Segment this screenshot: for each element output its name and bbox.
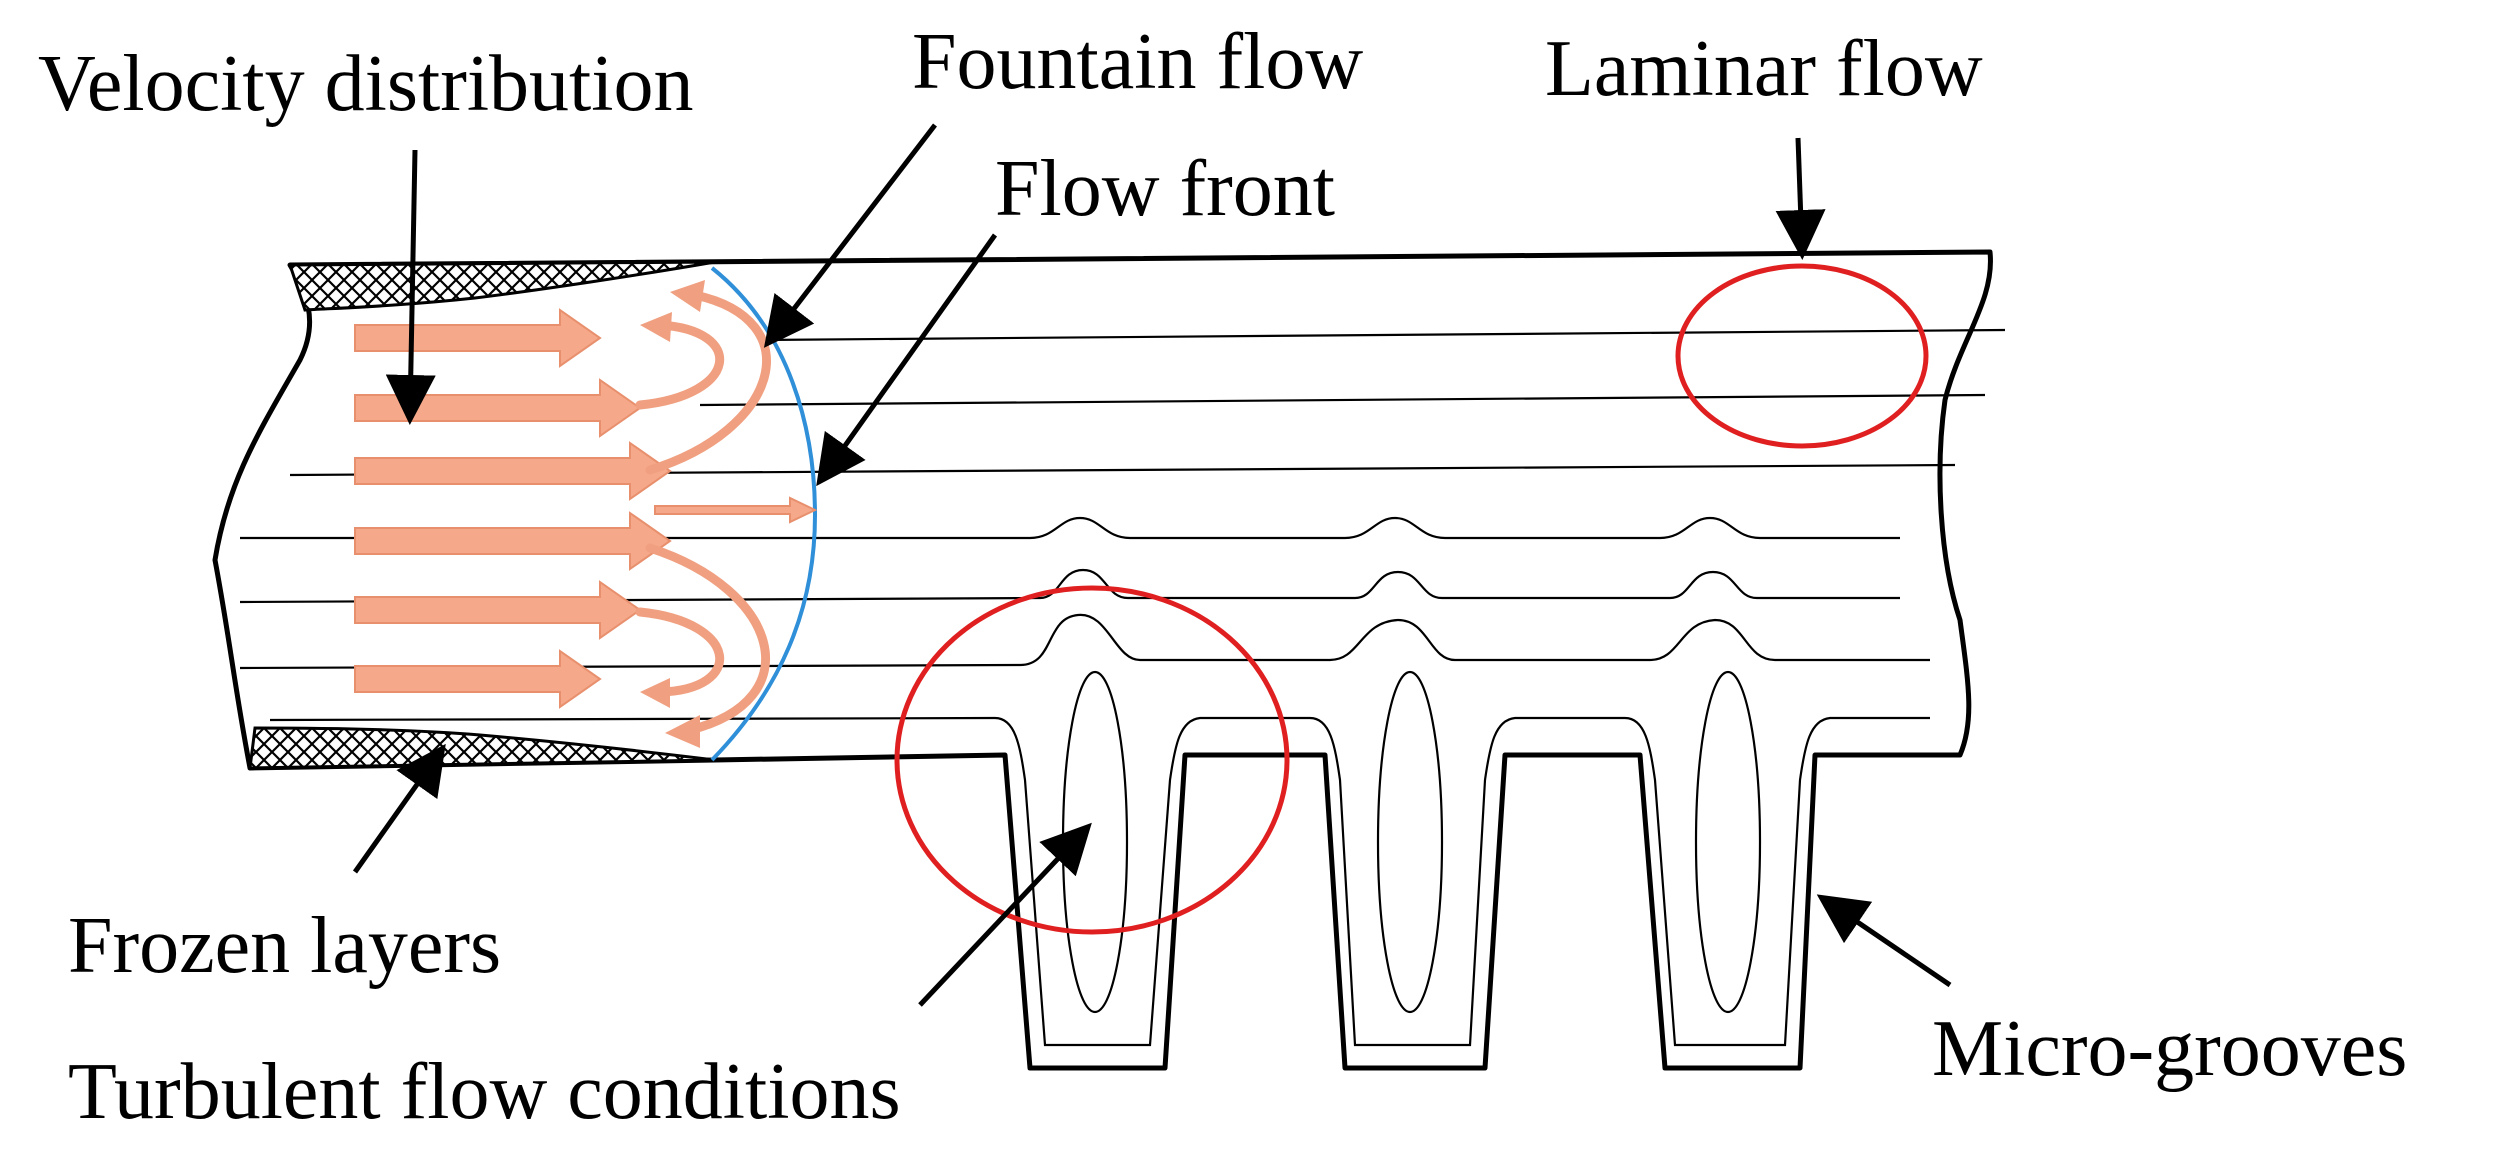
fountain-head-1 — [670, 280, 705, 312]
streamline-5 — [239, 568, 1900, 604]
label-micro-grooves: Micro-grooves — [1932, 1005, 2407, 1093]
streamline-1 — [759, 328, 2006, 342]
streamline-4 — [240, 516, 1900, 540]
arrow-turbulent-flow — [918, 822, 1092, 1007]
fountain-arrow-top-inner — [635, 320, 724, 410]
fountain-arrows — [635, 290, 771, 735]
frozen-layer-top — [287, 260, 716, 312]
leader-arrows — [352, 123, 1952, 1007]
turbulent-flow-circle — [894, 585, 1290, 935]
velocity-arrow-4 — [354, 511, 672, 571]
velocity-arrow-6 — [354, 649, 602, 709]
label-turbulent-flow-conditions: Turbulent flow conditions — [68, 1048, 901, 1136]
arrow-velocity-distribution — [385, 149, 436, 425]
label-velocity-distribution: Velocity distribution — [38, 40, 694, 128]
label-laminar-flow: Laminar flow — [1545, 25, 1983, 113]
streamline-6 — [239, 613, 1930, 670]
label-flow-front: Flow front — [995, 145, 1335, 233]
streamline-2 — [699, 393, 1986, 407]
groove-vortex-2 — [1376, 670, 1444, 1014]
velocity-arrow-3 — [354, 441, 672, 501]
velocity-arrow-1 — [354, 308, 602, 368]
velocity-arrow-5 — [354, 580, 642, 640]
laminar-flow-circle — [1675, 263, 1929, 449]
arrow-flow-front — [816, 233, 998, 487]
fountain-head-4 — [640, 678, 670, 708]
fountain-head-2 — [640, 312, 672, 342]
frozen-layer-bottom — [248, 726, 716, 770]
arrow-fountain-flow — [763, 123, 937, 348]
fountain-arrow-bottom-inner — [635, 607, 724, 697]
arrow-laminar-flow — [1775, 137, 1826, 260]
velocity-arrows — [354, 308, 818, 709]
groove-vortex-3 — [1694, 670, 1762, 1014]
fountain-arrow-top-outer — [645, 290, 771, 475]
channel-outline — [212, 249, 1993, 1071]
fountain-head-3 — [665, 715, 700, 748]
streamline-7 — [269, 716, 1930, 1047]
arrow-frozen-layers — [352, 743, 446, 874]
fountain-arrowheads — [640, 280, 705, 748]
label-frozen-layers: Frozen layers — [68, 902, 501, 990]
fountain-arrow-bottom-outer — [645, 543, 770, 735]
velocity-arrow-center — [654, 496, 818, 524]
label-fountain-flow: Fountain flow — [912, 18, 1363, 106]
arrow-micro-grooves — [1816, 894, 1952, 988]
